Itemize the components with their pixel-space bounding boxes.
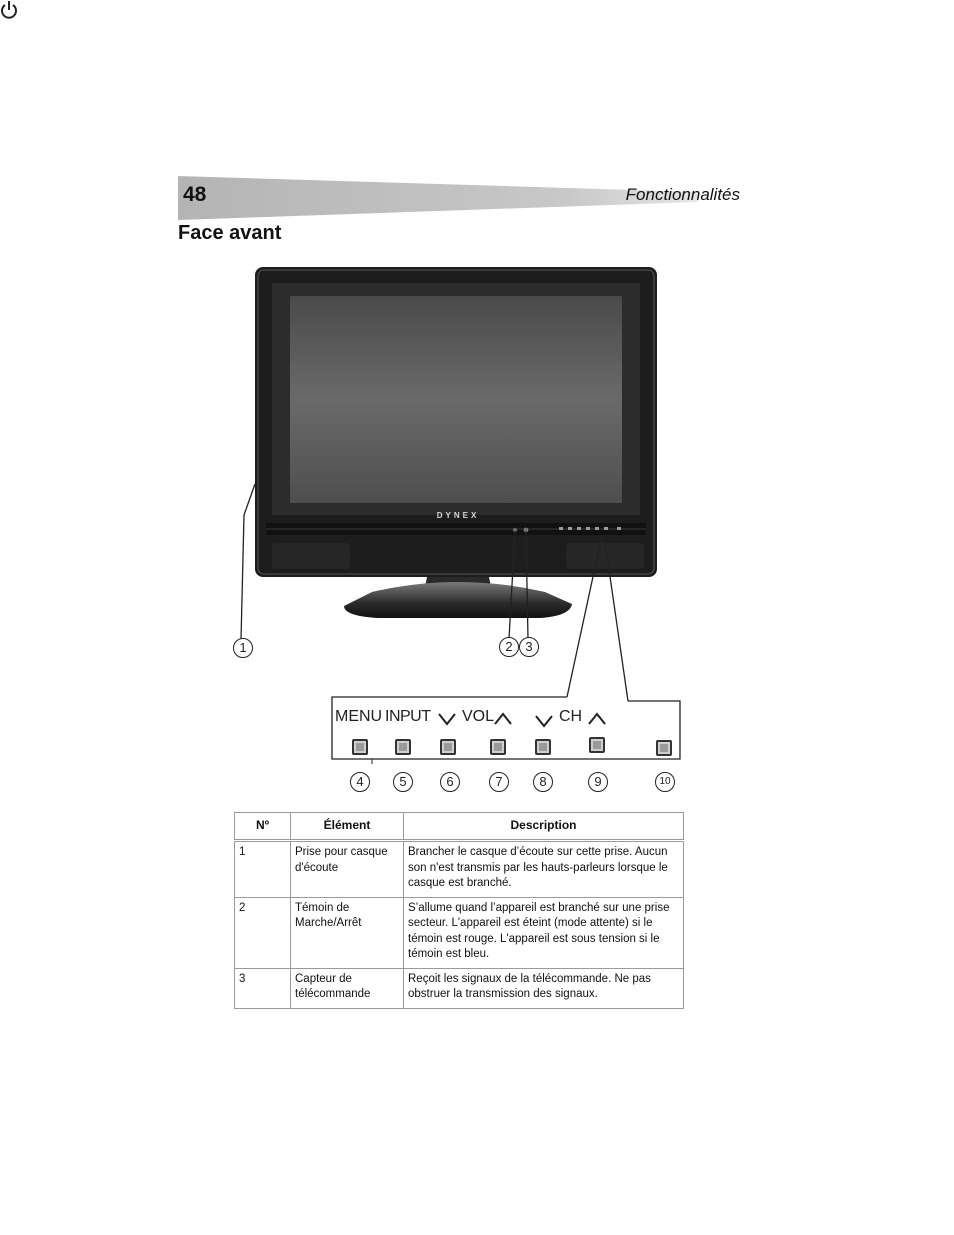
callout-2: 2 (499, 637, 519, 657)
tv-front-figure: DYNEX 1 2 3 MENU INPUT VOL CH 4 5 6 7 8 … (1, 1, 681, 792)
callout-10: 10 (655, 772, 675, 792)
ch-down-button (535, 739, 551, 755)
section-name: Fonctionnalités (625, 185, 740, 204)
table-row: 3 Capteur de télécommande Reçoit les sig… (234, 967, 684, 1009)
callout-5: 5 (393, 772, 413, 792)
menu-label: MENU (335, 708, 383, 725)
leader-lines (240, 483, 629, 702)
callout-9: 9 (588, 772, 608, 792)
power-button (656, 740, 672, 756)
input-label: INPUT (385, 708, 431, 725)
row-number: 3 (234, 967, 291, 1009)
brand-logo: DYNEX (436, 511, 480, 520)
ch-up-chevron-icon (588, 712, 606, 725)
features-table: Nº Élément Description 1 Prise pour casq… (234, 812, 684, 1009)
ch-label: CH (559, 708, 583, 725)
row-element: Témoin de Marche/Arrêt (290, 896, 404, 969)
ch-up-button (589, 737, 605, 753)
callout-3: 3 (519, 637, 539, 657)
menu-button (352, 739, 368, 755)
section-title: Face avant (178, 222, 282, 244)
row-description: S’allume quand l’appareil est branché su… (403, 896, 684, 969)
power-icon (1, 1, 17, 19)
row-element: Capteur de télécommande (290, 967, 404, 1009)
callout-6: 6 (440, 772, 460, 792)
input-button (395, 739, 411, 755)
header-band (178, 176, 698, 220)
vol-up-button (490, 739, 506, 755)
row-number: 1 (234, 840, 291, 898)
header-number: Nº (234, 812, 291, 842)
row-description: Reçoit les signaux de la télécommande. N… (403, 967, 684, 1009)
tv-stand (344, 572, 572, 618)
callout-7: 7 (489, 772, 509, 792)
page-number: 48 (183, 183, 207, 206)
row-number: 2 (234, 896, 291, 969)
ch-down-chevron-icon (535, 715, 553, 728)
tv-illustration (240, 267, 681, 764)
table-row: 2 Témoin de Marche/Arrêt S’allume quand … (234, 896, 684, 969)
row-element: Prise pour casque d'écoute (290, 840, 404, 898)
callout-1: 1 (233, 638, 253, 658)
header-description: Description (403, 812, 684, 842)
table-header-row: Nº Élément Description (234, 812, 684, 842)
header-element: Élément (290, 812, 404, 842)
callout-8: 8 (533, 772, 553, 792)
table-row: 1 Prise pour casque d'écoute Brancher le… (234, 840, 684, 898)
vol-label: VOL (462, 708, 495, 725)
control-panel-box (331, 696, 681, 764)
vol-down-chevron-icon (438, 713, 456, 726)
vol-down-button (440, 739, 456, 755)
row-description: Brancher le casque d’écoute sur cette pr… (403, 840, 684, 898)
tv-body (255, 267, 657, 577)
callout-4: 4 (350, 772, 370, 792)
vol-up-chevron-icon (494, 712, 512, 725)
tv-screen (290, 296, 622, 503)
